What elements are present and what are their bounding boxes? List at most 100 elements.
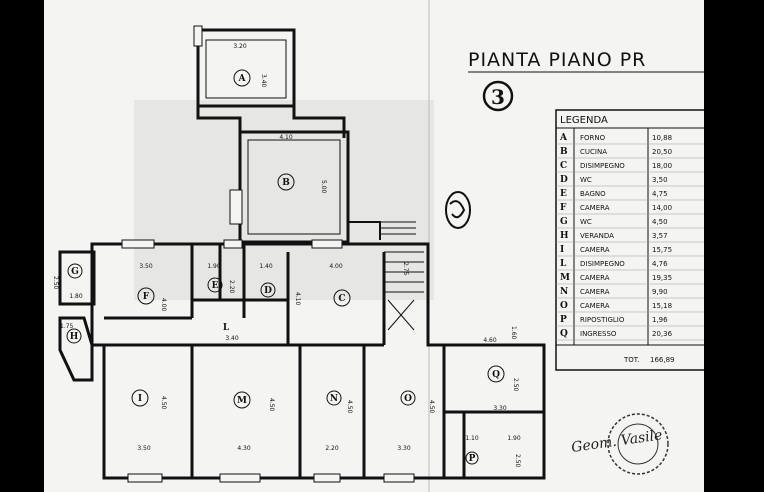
- dim-p-side: 2.50: [514, 454, 521, 468]
- wall-main-outline: [90, 242, 546, 480]
- dim-q-width2: 3.30: [493, 405, 507, 412]
- room-label-d: D: [264, 286, 272, 296]
- dim-stair: 2.75: [402, 262, 409, 276]
- legend-code: A: [559, 133, 568, 143]
- stamp-circle: [607, 413, 669, 475]
- dim-n-width: 2.20: [325, 445, 339, 452]
- legend-room-name: DISIMPEGNO: [580, 260, 625, 268]
- dim-i-height: 4.50: [160, 396, 167, 410]
- legend-total-value: 166,89: [650, 356, 675, 364]
- legend-code: I: [560, 245, 564, 255]
- room-label-c: C: [338, 294, 345, 304]
- room-label-b: B: [282, 178, 290, 188]
- legend-code: Q: [560, 329, 568, 339]
- legend-room-name: INGRESSO: [580, 330, 617, 338]
- legend-room-name: DISIMPEGNO: [580, 162, 625, 170]
- wall-room-g: [58, 250, 96, 306]
- dim-f-width: 3.50: [139, 263, 153, 270]
- legend-room-name: CAMERA: [580, 288, 610, 296]
- stamp-inner-circle: [617, 423, 659, 465]
- room-label-l: L: [223, 323, 230, 333]
- legend-code: C: [560, 161, 567, 171]
- legend-area: 9,90: [652, 288, 668, 296]
- legend-area: 19,35: [652, 274, 672, 282]
- legend-area: 4,76: [652, 260, 668, 268]
- legend-room-name: CAMERA: [580, 274, 610, 282]
- circled-number: 3: [491, 85, 505, 109]
- legend-code: M: [560, 273, 570, 283]
- dim-p-width: 1.10: [465, 435, 479, 442]
- dim-n-height: 4.50: [346, 400, 353, 414]
- dim-a-width: 3.20: [233, 43, 247, 50]
- room-label-e: E: [212, 281, 219, 291]
- wall-room-h: [58, 316, 94, 382]
- dim-m-width: 4.30: [237, 445, 251, 452]
- legend-room-name: RIPOSTIGLIO: [580, 316, 625, 324]
- dim-o-height: 4.50: [428, 400, 435, 414]
- legend-code: N: [560, 287, 568, 297]
- legend-code: H: [560, 231, 569, 241]
- legend-total-label: TOT.: [623, 356, 639, 364]
- legend-area: 4,75: [652, 190, 668, 198]
- plan-title: PIANTA PIANO PR: [468, 49, 646, 71]
- dim-g-height: 2.50: [52, 276, 59, 290]
- floor-plan-sheet: A B C D E F G H I L M N O P Q 3.20 3.40 …: [44, 0, 704, 492]
- floor-plan-drawing: A B C D E F G H I L M N O P Q 3.20 3.40 …: [44, 0, 704, 492]
- legend-area: 3,57: [652, 232, 668, 240]
- plan-walls: [58, 28, 546, 480]
- room-label-h: H: [70, 332, 79, 342]
- dim-e-height: 2.20: [228, 280, 235, 294]
- dim-h-width: 1.75: [60, 323, 74, 330]
- legend-room-name: WC: [580, 176, 592, 184]
- windows: [121, 25, 415, 483]
- room-label-i: I: [138, 394, 142, 404]
- dim-f-height: 4.00: [160, 298, 167, 312]
- legend-code: G: [560, 217, 568, 227]
- dim-b-height: 5.00: [320, 180, 327, 194]
- legend-area: 3,50: [652, 176, 668, 184]
- dim-b-width: 4.10: [279, 134, 293, 141]
- legend-room-name: CUCINA: [580, 148, 607, 156]
- legend-code: L: [560, 259, 567, 269]
- room-label-q: Q: [492, 370, 500, 380]
- legend-room-name: VERANDA: [580, 232, 614, 240]
- wall-room-a: [196, 28, 296, 108]
- dim-a-height: 3.40: [260, 74, 267, 88]
- room-label-f: F: [143, 292, 150, 302]
- room-label-n: N: [330, 394, 338, 404]
- legend-area: 4,50: [652, 218, 668, 226]
- room-label-m: M: [237, 396, 247, 406]
- legend-area: 20,36: [652, 330, 673, 338]
- legend-area: 18,00: [652, 162, 672, 170]
- scribble-mark: [445, 191, 471, 229]
- legend-area: 15,18: [652, 302, 672, 310]
- legend-area: 15,75: [652, 246, 672, 254]
- legend-code: B: [560, 147, 568, 157]
- dim-d-width: 1.40: [259, 263, 273, 270]
- legend-room-name: CAMERA: [580, 204, 610, 212]
- dim-c-width: 4.00: [329, 263, 343, 270]
- dim-l-width: 3.40: [225, 335, 239, 342]
- dim-q-height: 2.50: [512, 378, 519, 392]
- dim-e-width: 1.90: [207, 263, 221, 270]
- dim-i-width: 3.50: [137, 445, 151, 452]
- dim-q-side: 1.60: [510, 326, 517, 340]
- dim-o-width: 3.30: [397, 445, 411, 452]
- wall-room-b: [238, 130, 350, 244]
- room-label-p: P: [469, 454, 476, 464]
- legend-area: 1,96: [652, 316, 668, 324]
- legend-area: 10,88: [652, 134, 672, 142]
- legend-code: P: [560, 315, 567, 325]
- dim-q-width: 4.60: [483, 337, 497, 344]
- staircase: [380, 221, 424, 331]
- legend-area: 14,00: [652, 204, 672, 212]
- dim-g-width: 1.80: [69, 293, 83, 300]
- legend-room-name: BAGNO: [580, 190, 606, 198]
- legend-room-name: WC: [580, 218, 592, 226]
- room-label-a: A: [238, 74, 247, 84]
- room-label-g: G: [71, 267, 79, 277]
- legend-room-name: CAMERA: [580, 302, 610, 310]
- room-label-o: O: [404, 394, 412, 404]
